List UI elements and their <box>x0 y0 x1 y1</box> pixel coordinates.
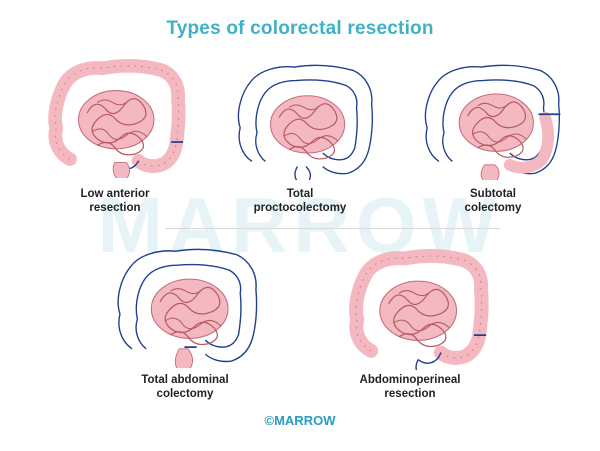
caption-low-anterior-resection: Low anterior resection <box>80 188 150 214</box>
caption-total-proctocolectomy: Total proctocolectomy <box>253 188 347 214</box>
colon-diagram-total-abdominal-colectomy <box>117 248 258 368</box>
page-title: Types of colorectal resection <box>166 18 434 39</box>
colon-diagram-abdominoperineal-resection <box>332 248 507 370</box>
panel-abdominoperineal-resection <box>332 248 507 370</box>
colon-diagram-low-anterior <box>30 58 205 178</box>
panel-total-proctocolectomy <box>218 62 393 180</box>
caption-subtotal-colectomy: Subtotal colectomy <box>464 188 522 214</box>
divider <box>165 228 500 229</box>
panel-subtotal-colectomy <box>405 62 580 180</box>
caption-total-abdominal-colectomy: Total abdominal colectomy <box>141 374 229 400</box>
panel-low-anterior-resection <box>30 58 205 178</box>
copyright-footer: ©MARROW <box>264 413 336 428</box>
colon-diagram-subtotal-colectomy <box>424 64 561 180</box>
colon-diagram-total-proctocolectomy <box>237 64 373 180</box>
panel-total-abdominal-colectomy <box>100 246 275 368</box>
caption-abdominoperineal-resection: Abdominoperineal resection <box>359 374 461 400</box>
